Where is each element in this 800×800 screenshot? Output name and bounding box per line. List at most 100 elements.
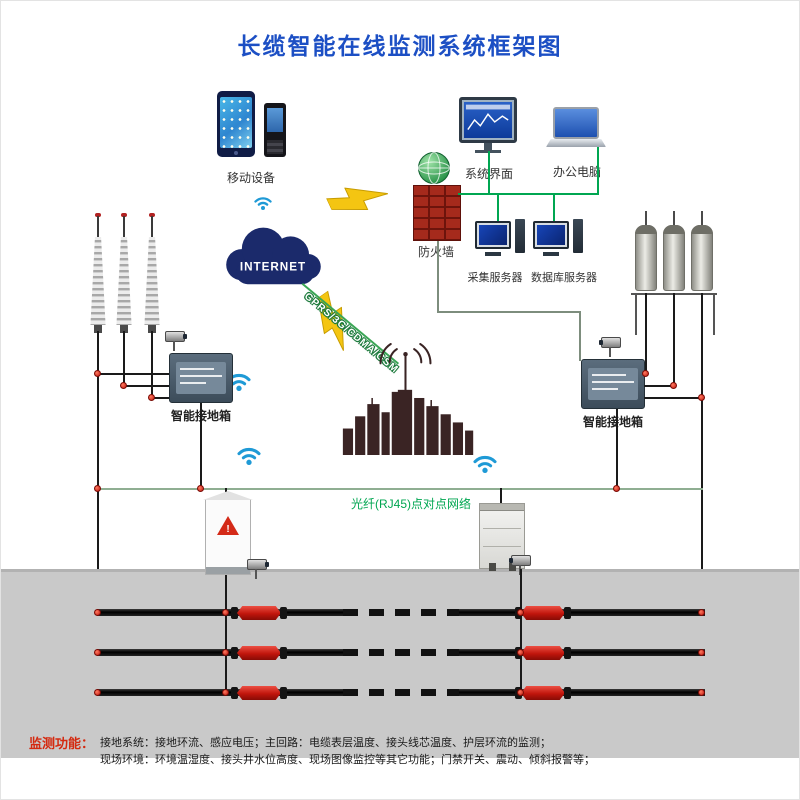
cable-termination-insulator: [143, 213, 161, 333]
connector-line: [520, 569, 522, 693]
cable-termination-insulator: [115, 213, 133, 333]
power-cable: [459, 609, 705, 616]
cable-joint: [231, 645, 287, 661]
wifi-icon: [237, 447, 261, 465]
connector-line: [437, 311, 581, 313]
system-ui-monitor: [459, 97, 517, 143]
server-tower: [515, 219, 525, 253]
connector-line: [123, 385, 169, 387]
power-cable: [97, 649, 343, 656]
connector-line: [123, 331, 125, 385]
connector-line: [701, 397, 703, 692]
connector-line: [97, 373, 169, 375]
canister-antenna: [673, 211, 675, 225]
warning-triangle-icon: [217, 516, 239, 535]
power-cable-dashed: [343, 689, 459, 696]
camera-body: [599, 337, 621, 348]
connector-line: [97, 331, 99, 692]
firewall-label: 防火墙: [417, 245, 454, 259]
cctv-camera-icon: [509, 551, 537, 575]
camera-body: [509, 555, 531, 566]
system-ui-screen: [464, 102, 512, 138]
camera-lens: [599, 340, 603, 345]
junction-dot: [670, 382, 677, 389]
junction-dot: [698, 649, 705, 656]
connector-line: [497, 193, 499, 221]
canister-body: [635, 225, 657, 291]
globe-icon: [418, 152, 450, 184]
phone-screen: [267, 108, 283, 132]
connector-line: [645, 293, 647, 373]
joint-body: [237, 645, 281, 661]
connector-line: [644, 397, 703, 399]
connector-line: [437, 241, 439, 313]
insulator-body: [90, 237, 106, 325]
floor-area: [1, 569, 799, 758]
box-port: [489, 563, 496, 571]
camera-pole: [609, 347, 611, 357]
cable-terminal-canister: [691, 211, 713, 297]
office-pc-label: 办公电脑: [552, 165, 601, 179]
collect-server-icon: [475, 219, 525, 265]
box-base-strip: [206, 567, 250, 574]
connector-line: [597, 147, 599, 195]
junction-dot: [197, 485, 204, 492]
internet-label: INTERNET: [240, 261, 306, 274]
insulator-tip: [95, 213, 101, 217]
junction-dot: [642, 370, 649, 377]
canister-cap: [635, 225, 657, 234]
connector-line: [579, 311, 581, 361]
box-text-line: [592, 381, 634, 383]
joint-body: [521, 685, 565, 701]
box-roof: [203, 491, 253, 500]
cable-joint: [231, 605, 287, 621]
cable-terminal-canister: [635, 211, 657, 297]
connector-line: [225, 575, 227, 693]
db-server-icon: [533, 219, 583, 265]
canister-antenna: [701, 211, 703, 225]
box-panel: [588, 368, 638, 400]
warning-junction-box: !: [203, 491, 253, 575]
power-cable-dashed: [343, 649, 459, 656]
junction-dot: [222, 649, 229, 656]
server-monitor: [475, 221, 511, 249]
connector-line: [151, 397, 169, 399]
fiber-link-line: [97, 488, 703, 490]
tablet-icon: [217, 91, 255, 157]
insulator-body: [116, 237, 132, 325]
right-ground-box-label: 智能接地箱: [582, 415, 643, 429]
joint-cap: [564, 607, 571, 619]
junction-dot: [613, 485, 620, 492]
joint-cap: [231, 687, 238, 699]
laptop-screen: [553, 107, 599, 139]
mobile-phone-icon: [264, 103, 286, 157]
box-text-line: [180, 368, 214, 370]
smart-grounding-box-right: [581, 359, 645, 409]
connector-line: [701, 293, 703, 397]
insulator-rod: [123, 216, 125, 238]
box-text-line: [180, 375, 222, 377]
joint-cap: [231, 607, 238, 619]
junction-dot: [698, 394, 705, 401]
box-panel: [176, 362, 226, 394]
server-monitor: [533, 221, 569, 249]
connector-line: [488, 151, 490, 195]
junction-dot: [94, 370, 101, 377]
joint-body: [237, 685, 281, 701]
junction-dot: [698, 689, 705, 696]
box-port: [509, 563, 516, 571]
smart-grounding-box-left: [169, 353, 233, 403]
internet-cloud: INTERNET: [226, 227, 321, 285]
mobile-device-label: 移动设备: [226, 171, 275, 185]
junction-dot: [94, 649, 101, 656]
connector-line: [151, 331, 153, 397]
joint-body: [237, 605, 281, 621]
insulator-base: [94, 325, 102, 333]
footer-line-2: 现场环境：环境温湿度、接头井水位高度、现场图像监控等其它功能；门禁开关、震动、倾…: [100, 754, 596, 766]
joint-cap: [564, 647, 571, 659]
server-tower: [573, 219, 583, 253]
insulator-base: [120, 325, 128, 333]
tablet-home-button: [234, 151, 238, 155]
camera-lens: [509, 558, 513, 563]
